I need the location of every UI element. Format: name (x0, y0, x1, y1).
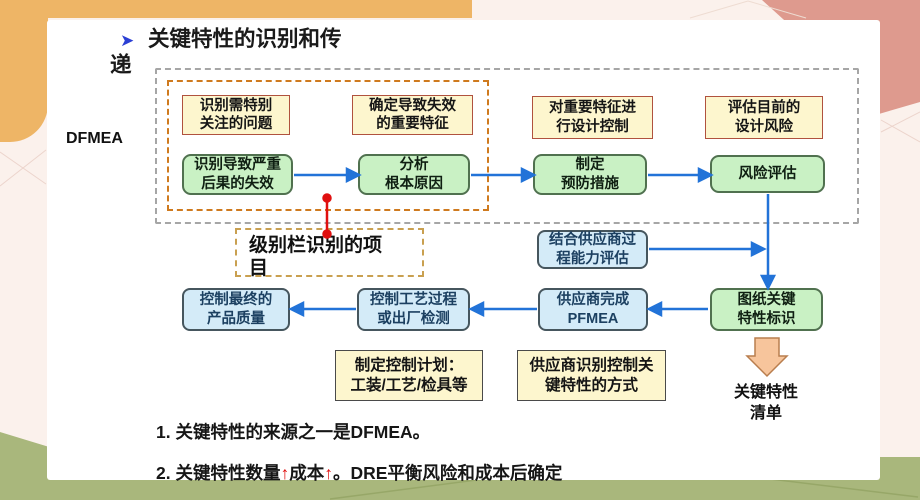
flow-box-control-plan: 制定控制计划： 工装/工艺/检具等 (335, 350, 483, 401)
note-line-2-prefix: 2. 关键特性数量 (156, 463, 281, 483)
up-arrow-icon: ↑ (280, 463, 290, 483)
note-line-2: 2. 关键特性数量↑成本↑。DRE平衡风险和成本后确定 (156, 460, 562, 485)
flow-box-evaluate-design-risk: 评估目前的 设计风险 (705, 96, 823, 139)
flow-box-identify-issues: 识别需特别 关注的问题 (182, 95, 290, 135)
flow-box-process-or-outgoing-inspection: 控制工艺过程 或出厂检测 (357, 288, 470, 331)
dfmea-outer-dashed-frame (155, 68, 859, 224)
dfmea-label: DFMEA (66, 130, 123, 147)
flow-box-drawing-key-marking: 图纸关键 特性标识 (710, 288, 823, 331)
title-bullet-icon: ➤ (120, 31, 135, 50)
orange-corner-shape (0, 0, 48, 142)
up-arrow-icon: ↑ (324, 463, 333, 483)
flow-box-preventive-measures: 制定 预防措施 (533, 154, 647, 195)
flow-box-final-product-quality: 控制最终的 产品质量 (182, 288, 290, 331)
flow-box-supplier-capability: 结合供应商过 程能力评估 (537, 230, 648, 269)
flow-box-analyze-root-cause: 分析 根本原因 (358, 154, 470, 195)
level-note-label: 级别栏识别的项 目 (249, 235, 383, 279)
note-line-2-mid: 成本 (289, 463, 325, 483)
flow-box-supplier-pfmea: 供应商完成 PFMEA (538, 288, 648, 331)
note-line-2-suffix: 。DRE平衡风险和成本后确定 (332, 463, 563, 483)
flow-box-design-control: 对重要特征进 行设计控制 (532, 96, 653, 139)
flow-box-supplier-control-method: 供应商识别控制关 键特性的方式 (517, 350, 666, 401)
level-note-box: 级别栏识别的项 目 (235, 228, 424, 279)
flow-box-identify-failures: 识别导致严重 后果的失效 (182, 154, 293, 195)
flow-box-determine-characteristics: 确定导致失效 的重要特征 (352, 95, 473, 135)
page-title: 关键特性的识别和传 递 (110, 27, 342, 77)
flow-box-risk-assessment: 风险评估 (710, 155, 825, 193)
key-characteristics-list-label: 关键特性 清单 (733, 384, 798, 422)
note-line-1: 1. 关键特性的来源之一是DFMEA。 (156, 422, 431, 442)
orange-ribbon-shape (0, 0, 472, 18)
